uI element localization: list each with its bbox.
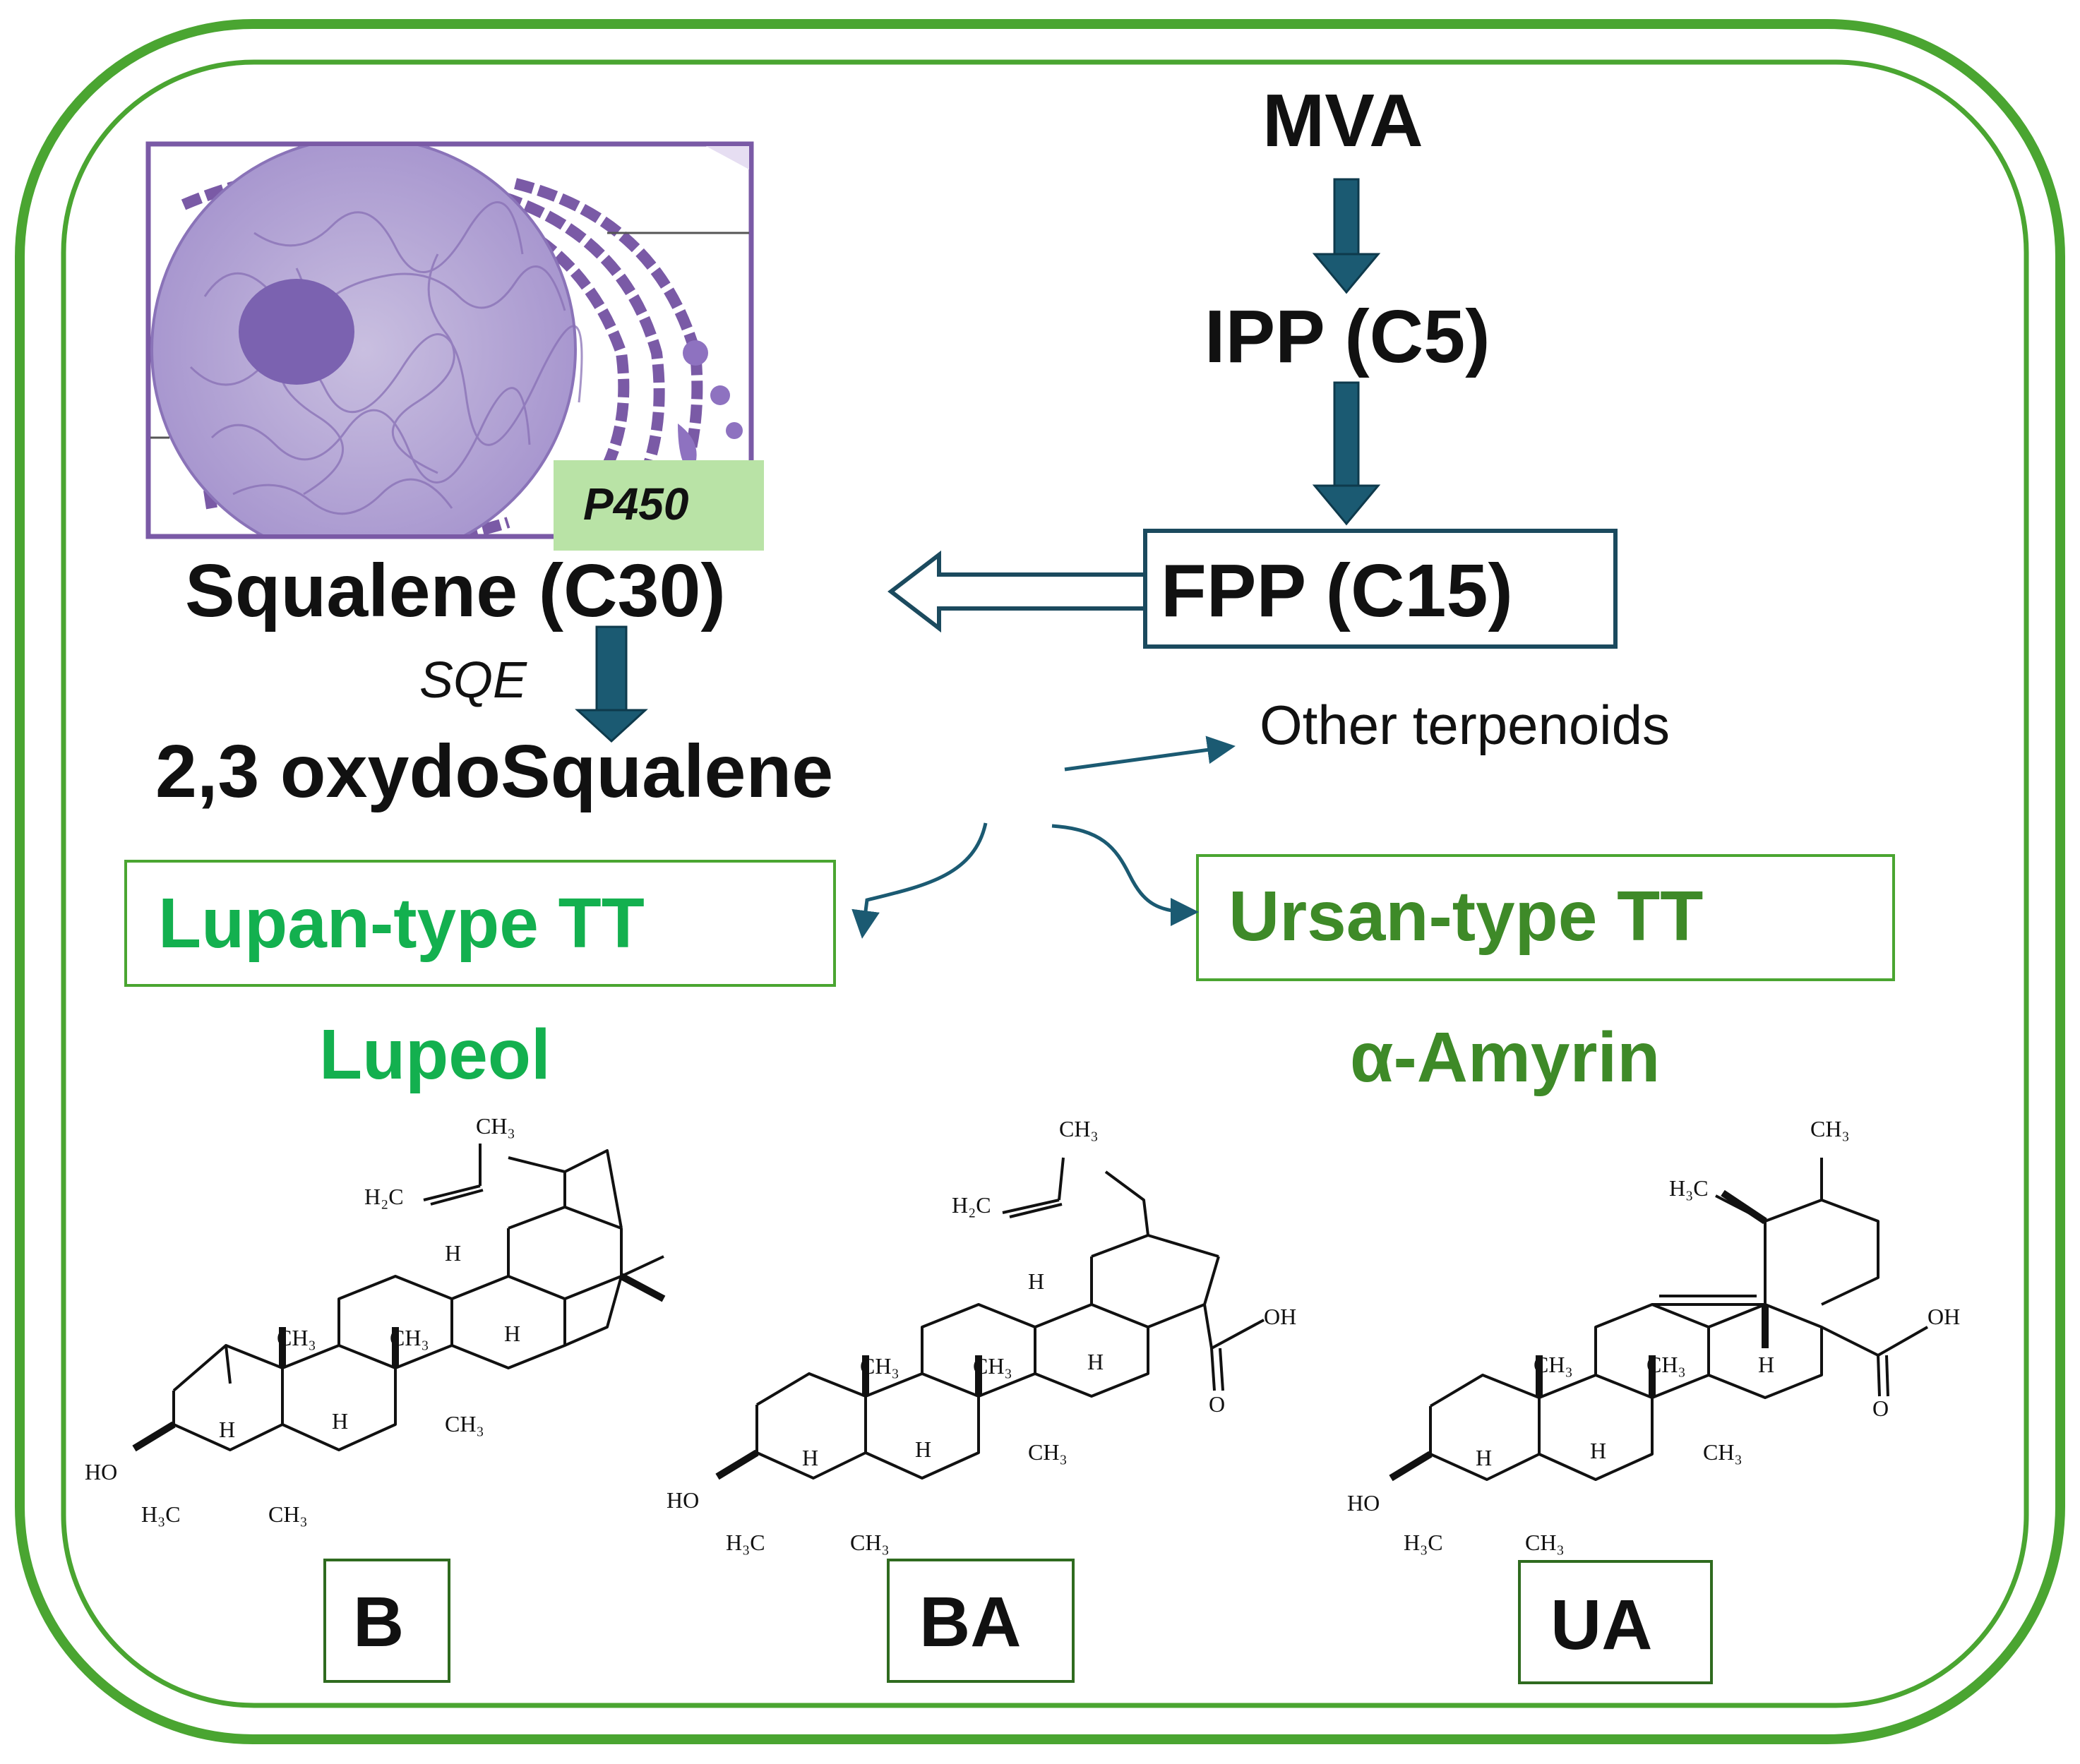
other-terpenoids-label: Other terpenoids [1260,694,1670,756]
arrow-to-lupan [851,822,988,939]
compound-b-label: B [353,1583,405,1662]
svg-text:CH₃: CH₃ [1646,1352,1686,1377]
mva-label: MVA [1262,79,1423,162]
svg-text:H₃C: H₃C [1404,1530,1443,1555]
svg-text:HO: HO [1347,1490,1380,1516]
arrow-to-ursan [1051,824,1199,926]
fpp-label: FPP (C15) [1161,549,1513,632]
svg-text:O: O [1872,1396,1889,1421]
compound-b-box [323,1559,450,1683]
svg-text:H₂C: H₂C [952,1192,991,1218]
arrow-squalene-oxydo [575,625,648,743]
svg-text:CH₃: CH₃ [1534,1352,1573,1377]
lupan-type-label: Lupan-type TT [158,884,645,963]
arrow-fpp-squalene [887,550,1147,633]
oxydosqualene-label: 2,3 oxydoSqualene [155,730,834,813]
svg-text:H: H [1087,1349,1104,1374]
svg-text:H₂C: H₂C [364,1184,404,1209]
svg-text:CH₃: CH₃ [973,1353,1012,1379]
svg-text:CH₃: CH₃ [1028,1439,1068,1465]
squalene-label: Squalene (C30) [185,549,726,632]
svg-text:CH₃: CH₃ [268,1501,308,1527]
svg-text:H: H [1476,1445,1492,1470]
svg-text:CH₃: CH₃ [850,1530,890,1555]
svg-text:H: H [1028,1268,1044,1294]
svg-text:CH₃: CH₃ [1810,1116,1850,1141]
p450-badge [554,460,764,551]
svg-text:H₃C: H₃C [141,1501,181,1527]
svg-text:CH₃: CH₃ [1525,1530,1565,1555]
arrow-mva-ipp [1312,178,1381,294]
inner-frame [61,59,2029,1708]
svg-text:OH: OH [1264,1304,1296,1329]
svg-text:H₃C: H₃C [726,1530,765,1555]
svg-text:OH: OH [1927,1304,1960,1329]
svg-text:CH₃: CH₃ [277,1325,316,1350]
arrow-ipp-fpp [1312,381,1381,526]
svg-text:H₃C: H₃C [1669,1175,1709,1201]
ursan-type-label: Ursan-type TT [1229,877,1704,956]
svg-text:CH₃: CH₃ [860,1353,899,1379]
svg-text:CH₃: CH₃ [1059,1116,1099,1141]
compound-ba-box [887,1559,1075,1683]
svg-text:CH₃: CH₃ [476,1113,515,1139]
structure-betulinic-acid: CH₃ CH₃ H H H H CH₃ HO H₃C CH₃ H₂C CH₃ O… [667,1116,1296,1555]
svg-text:H: H [802,1445,818,1470]
svg-text:H: H [1590,1438,1606,1463]
svg-text:CH₃: CH₃ [390,1325,429,1350]
sqe-label: SQE [419,652,527,709]
lupan-type-box [124,860,836,987]
svg-text:HO: HO [85,1459,117,1484]
svg-text:CH₃: CH₃ [1703,1439,1743,1465]
compound-ua-box [1518,1560,1713,1684]
amyrin-label: α-Amyrin [1350,1018,1661,1097]
arrow-to-other-terpenoids [1064,736,1236,772]
outer-frame [15,19,2065,1744]
compound-ba-label: BA [919,1583,1022,1662]
compound-ua-label: UA [1550,1585,1653,1664]
svg-text:O: O [1209,1391,1225,1417]
svg-text:H: H [915,1436,931,1462]
lupeol-label: Lupeol [319,1015,551,1094]
svg-text:H: H [332,1408,348,1434]
structure-lupeol: CH₃ CH₃ H H H H CH₃ HO H₃C CH₃ H₂C CH₃ [85,1113,666,1527]
svg-text:H: H [1758,1352,1774,1377]
structure-ursolic-acid: CH₃ CH₃ H H H CH₃ HO H₃C CH₃ H₃C CH₃ OH … [1347,1116,1960,1555]
svg-text:CH₃: CH₃ [445,1411,484,1436]
fpp-box [1143,529,1618,649]
ipp-label: IPP (C5) [1205,295,1490,378]
svg-text:H: H [504,1321,520,1346]
svg-text:H: H [445,1240,461,1266]
svg-text:H: H [219,1417,235,1442]
p450-label: P450 [583,479,689,529]
svg-text:HO: HO [667,1487,699,1513]
